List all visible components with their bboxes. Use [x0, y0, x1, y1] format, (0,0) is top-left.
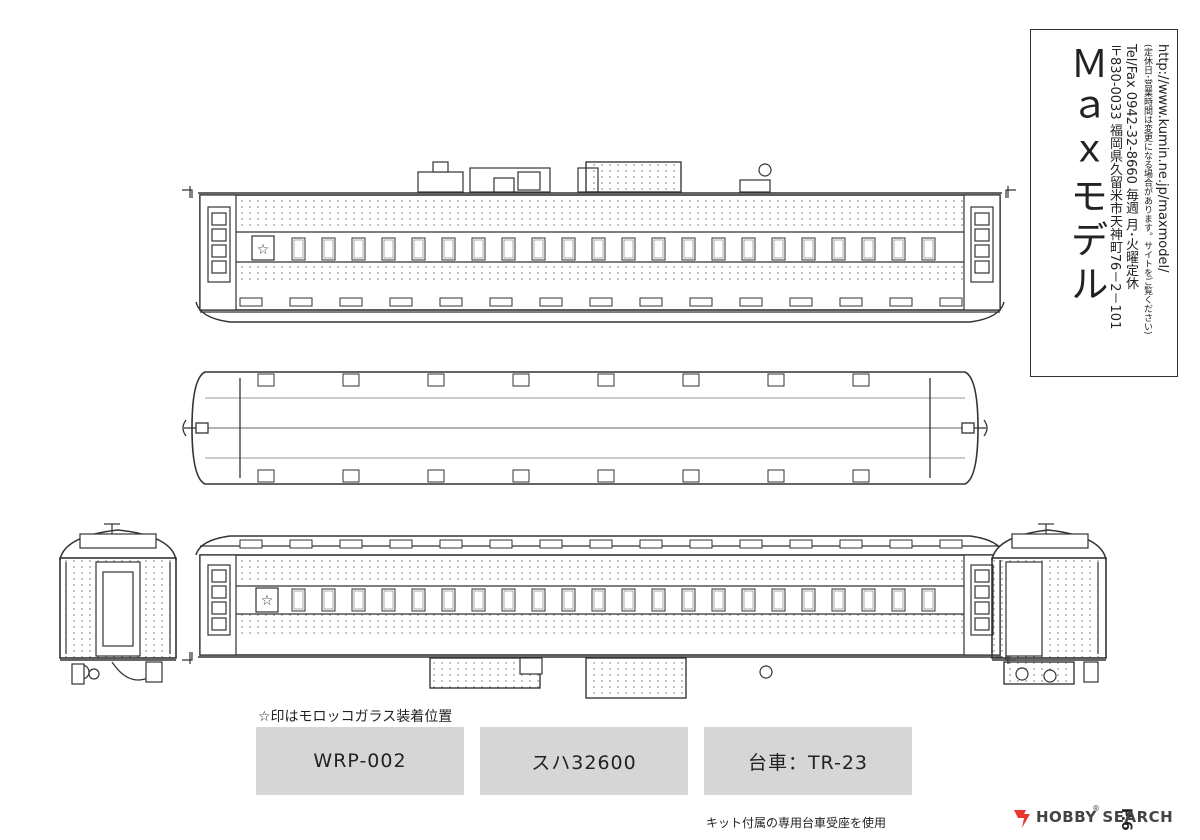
equipment-box: [432, 161, 449, 173]
hobby-search-watermark: HOBBY SEARCH ®: [1010, 804, 1190, 832]
watermark-brand: HOBBY SEARCH: [1036, 808, 1174, 826]
equipment-box: [493, 177, 515, 193]
part-code-label: WRP-002: [256, 727, 464, 795]
equipment-box: [739, 179, 771, 193]
ventilators-upper: [239, 297, 963, 307]
roof-vents: [257, 373, 870, 483]
star-caption: ☆印はモロッコガラス装着位置: [258, 709, 453, 725]
coupler-left: [182, 186, 193, 198]
battery-box: [585, 161, 682, 193]
part-code-text: WRP-002: [313, 750, 407, 772]
page-number: P.6: [1118, 808, 1134, 831]
star-window: [251, 235, 275, 261]
car-type-label: スハ32600: [480, 727, 688, 795]
side-view-lower: ☆: [182, 535, 1016, 699]
hobby-search-logo-icon: [1014, 810, 1030, 828]
maker-tel: Tel/Fax 0942-32-8660 毎週 月･火曜定休: [1123, 44, 1138, 290]
bogie-caption: キット付属の専用台車受座を使用: [706, 816, 887, 830]
car-type-text: スハ32600: [531, 751, 637, 774]
svg-text:☆: ☆: [257, 242, 270, 258]
maker-info-box: Ｍａｘモデル 〒830-0033 福岡県久留米市天神町76－2－101 Tel/…: [1030, 29, 1178, 377]
end-view-left: [59, 523, 177, 685]
equipment-box: [417, 171, 464, 193]
bogie-label: 台車：TR-23: [704, 727, 912, 795]
brake-cylinder: [758, 163, 772, 177]
end-view-right: [991, 523, 1107, 685]
maker-name: Ｍａｘモデル: [1064, 44, 1108, 308]
star-window-lower: [255, 587, 279, 613]
maker-url: http://www.kumin.ne.jp/maxmodel/: [1155, 44, 1170, 273]
roof-plan: [182, 371, 988, 485]
maker-address: 〒830-0033 福岡県久留米市天神町76－2－101: [1107, 44, 1122, 330]
coupler-right: [1005, 186, 1016, 198]
svg-text:☆: ☆: [261, 593, 274, 609]
battery-box-outline: [585, 161, 682, 193]
maker-note: (定休日･営業時間は変更になる場合があります。サイトをご覧ください): [1142, 44, 1152, 335]
watermark-registered: ®: [1092, 804, 1100, 813]
ventilators-lower: [239, 539, 963, 549]
bogie-text: 台車：TR-23: [747, 751, 869, 774]
equipment-box: [517, 171, 541, 191]
